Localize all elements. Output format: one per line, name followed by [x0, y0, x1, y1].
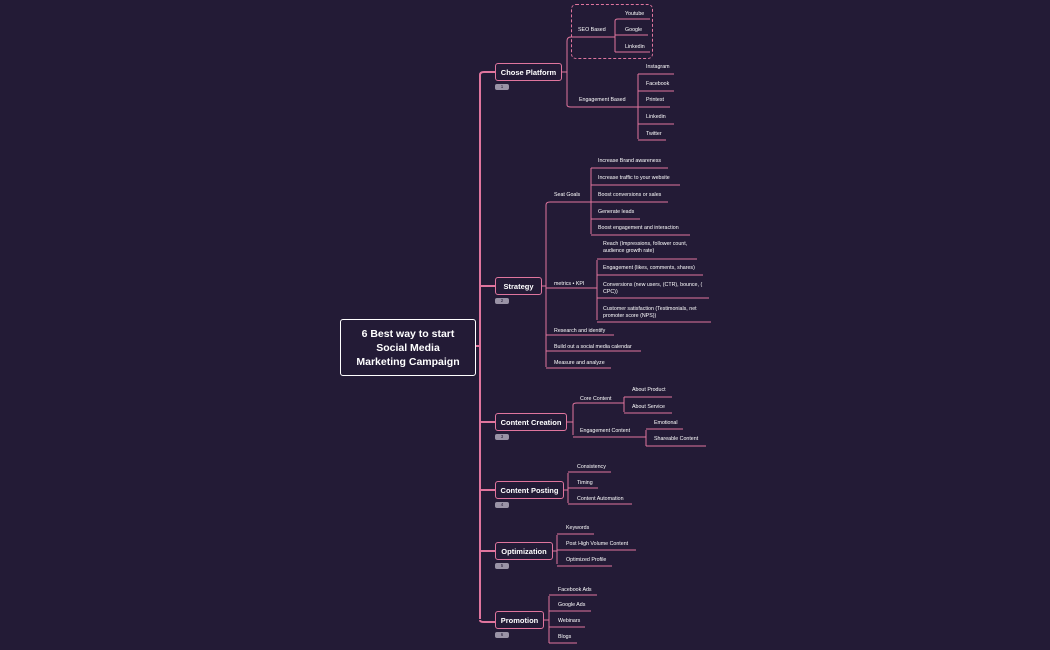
- leaf-goal[interactable]: Boost engagement and interaction: [598, 225, 679, 231]
- connector-line: [566, 104, 634, 108]
- subtopic-facebook-ads[interactable]: Facebook Ads: [558, 587, 592, 593]
- subtopic-google-ads[interactable]: Google Ads: [558, 602, 586, 608]
- leaf-google[interactable]: Google: [625, 27, 643, 33]
- topic-label: Content Posting: [500, 486, 559, 495]
- subtopic-content-automation[interactable]: Content Automation: [577, 496, 624, 502]
- topic-content-creation[interactable]: Content Creation: [495, 413, 567, 431]
- subtopic-research[interactable]: Research and identify: [554, 328, 606, 334]
- central-topic-line-2: Social Media: [376, 341, 440, 354]
- connector-line: [572, 402, 617, 406]
- leaf-printest[interactable]: Printest: [646, 97, 664, 103]
- topic-number-badge[interactable]: 2: [495, 298, 509, 304]
- leaf-shareable-content[interactable]: Shareable Content: [654, 436, 699, 442]
- subtopic-calendar[interactable]: Build out a social media calendar: [554, 344, 632, 350]
- leaf-goal[interactable]: Boost conversions or sales: [598, 192, 662, 198]
- connector-line: [545, 201, 588, 206]
- leaf-linkedin[interactable]: Linkedin: [646, 114, 666, 120]
- subtopic-metrics-kpi[interactable]: metrics • KPI: [554, 281, 585, 287]
- subtopic-measure[interactable]: Measure and analyze: [554, 360, 605, 366]
- leaf-kpi[interactable]: Engagement (likes, comments, shares): [603, 265, 695, 271]
- central-topic[interactable]: 6 Best way to start Social Media Marketi…: [340, 319, 476, 376]
- central-topic-line-1: 6 Best way to start: [361, 327, 455, 340]
- subtopic-seo-based[interactable]: SEO Based: [578, 27, 606, 33]
- topic-number-badge[interactable]: 4: [495, 502, 509, 508]
- subtopic-engagement-based[interactable]: Engagement Based: [579, 97, 626, 103]
- topic-optimization[interactable]: Optimization: [495, 542, 553, 560]
- topic-label: Chose Platform: [500, 68, 557, 77]
- leaf-emotional[interactable]: Emotional: [654, 420, 678, 426]
- connector-line: [614, 18, 650, 22]
- topic-label: Optimization: [501, 547, 547, 556]
- topic-number-badge[interactable]: 1: [495, 84, 509, 90]
- topic-number-badge[interactable]: 6: [495, 632, 509, 638]
- subtopic-timing[interactable]: Timing: [577, 480, 593, 486]
- leaf-about-service[interactable]: About Service: [632, 404, 665, 410]
- topic-label: Promotion: [500, 616, 539, 625]
- leaf-kpi[interactable]: Customer satisfaction (Testimonials, net…: [603, 306, 697, 319]
- leaf-linkedin[interactable]: Linkedin: [625, 44, 645, 50]
- connector-line: [479, 71, 495, 76]
- topic-chose-platform[interactable]: Chose Platform: [495, 63, 562, 81]
- central-topic-line-3: Marketing Campaign: [356, 355, 460, 368]
- topic-label: Strategy: [503, 282, 534, 291]
- topic-number-badge[interactable]: 5: [495, 563, 509, 569]
- topic-strategy[interactable]: Strategy: [495, 277, 542, 295]
- leaf-kpi[interactable]: Reach (Impressions, follower count, audi…: [603, 241, 688, 254]
- topic-content-posting[interactable]: Content Posting: [495, 481, 564, 499]
- topic-label: Content Creation: [500, 418, 562, 427]
- subtopic-keywords[interactable]: Keywords: [566, 525, 590, 531]
- leaf-about-product[interactable]: About Product: [632, 387, 666, 393]
- subtopic-core-content[interactable]: Core Content: [580, 396, 612, 402]
- subtopic-engagement-content[interactable]: Engagement Content: [580, 428, 631, 434]
- subtopic-optimized-profile[interactable]: Optimized Profile: [566, 557, 607, 563]
- topic-number-badge[interactable]: 3: [495, 434, 509, 440]
- selection-frame-seo-based: [571, 4, 653, 59]
- subtopic-consistency[interactable]: Consistency: [577, 464, 606, 470]
- subtopic-seat-goals[interactable]: Seat Goals: [554, 192, 581, 198]
- leaf-twitter[interactable]: Twitter: [646, 131, 662, 137]
- connector-line: [566, 36, 608, 42]
- leaf-youtube[interactable]: Youtube: [625, 11, 645, 17]
- topic-promotion[interactable]: Promotion: [495, 611, 544, 629]
- subtopic-post-high-volume[interactable]: Post High Volume Content: [566, 541, 629, 547]
- subtopic-blogs[interactable]: Blogs: [558, 634, 572, 640]
- leaf-goal[interactable]: Increase Brand awareness: [598, 158, 662, 164]
- connector-line: [479, 619, 495, 623]
- leaf-instagram[interactable]: Instagram: [646, 64, 670, 70]
- leaf-goal[interactable]: Generate leads: [598, 209, 635, 215]
- subtopic-webinars[interactable]: Webinars: [558, 618, 581, 624]
- leaf-kpi[interactable]: Conversions (new users, (CTR), bounce, (…: [603, 282, 703, 295]
- leaf-goal[interactable]: Increase traffic to your website: [598, 175, 670, 181]
- leaf-facebook[interactable]: Facebook: [646, 81, 670, 87]
